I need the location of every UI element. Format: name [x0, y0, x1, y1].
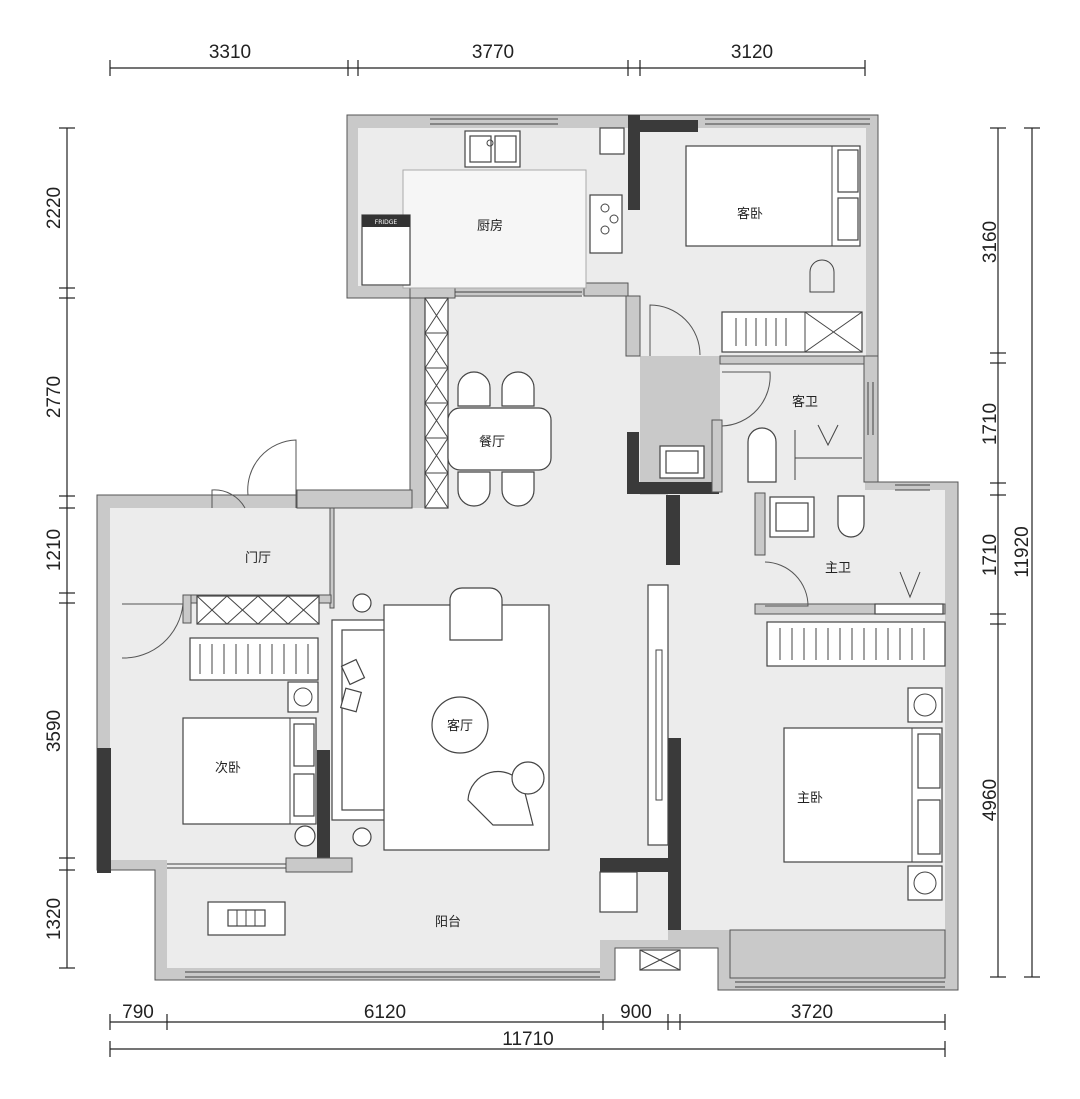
master-toilet [837, 495, 865, 538]
room-label-guest-bath: 客卫 [792, 394, 818, 410]
dim-bottom-total: 11710 [502, 1029, 553, 1050]
dim-left-3: 1210 [44, 529, 65, 571]
nightstand [907, 687, 943, 723]
master-bed [783, 727, 943, 863]
washer [599, 871, 638, 913]
balcony: 阳台 [167, 863, 681, 971]
chair [457, 471, 491, 507]
dim-bottom-3: 900 [620, 1002, 652, 1023]
dim-right-2: 1710 [980, 403, 1001, 445]
guest-bedroom: 客卧 [649, 145, 863, 356]
fridge-label: FRIDGE [375, 219, 398, 226]
kitchen: FRIDGE 厨房 [361, 127, 625, 297]
second-wardrobe [189, 637, 319, 681]
dim-right-total: 11920 [1012, 526, 1033, 577]
dim-left-2: 2770 [44, 376, 65, 418]
room-label-kitchen: 厨房 [477, 218, 503, 234]
dim-left-4: 3590 [44, 710, 65, 752]
dim-bottom-4: 3720 [791, 1002, 833, 1023]
room-label-living: 客厅 [447, 718, 473, 734]
room-label-second-bedroom: 次卧 [215, 760, 241, 776]
master-wardrobe [766, 621, 946, 667]
master-bath: 主卫 [764, 495, 944, 615]
nightstand [287, 681, 319, 713]
dim-left-1: 2220 [44, 187, 65, 229]
guest-toilet [747, 427, 777, 483]
guest-bath: 客卫 [659, 371, 862, 483]
entry-door-arc [211, 489, 246, 509]
dining: 餐厅 [424, 297, 552, 509]
room-label-guest-bedroom: 客卧 [737, 206, 763, 222]
chair [501, 371, 535, 407]
armchair [449, 587, 503, 641]
room-label-dining: 餐厅 [479, 434, 505, 450]
chair [457, 371, 491, 407]
dim-right-4: 4960 [980, 779, 1001, 821]
dim-top-1: 3310 [209, 42, 251, 63]
chair [501, 471, 535, 507]
foyer: 门厅 [121, 439, 320, 659]
room-label-balcony: 阳台 [435, 915, 461, 930]
dimension-top: 3310 3770 3120 [109, 42, 866, 76]
interior-walls [182, 282, 946, 979]
dimension-bottom: 790 6120 900 3720 11710 [109, 1002, 946, 1057]
dim-right-1: 3160 [980, 221, 1001, 263]
dim-right-3: 1710 [980, 534, 1001, 576]
dimension-right: 3160 1710 1710 4960 11920 [980, 127, 1040, 978]
guest-bed [685, 145, 861, 247]
living-room: 客厅 [331, 587, 550, 851]
coffee-table [431, 696, 489, 754]
second-bedroom: 次卧 [182, 637, 319, 847]
windows [185, 118, 945, 988]
dining-table [447, 407, 552, 471]
master-bedroom: 主卧 [647, 584, 946, 901]
dim-bottom-2: 6120 [364, 1002, 406, 1023]
nightstand [907, 865, 943, 901]
room-label-master-bedroom: 主卧 [797, 791, 823, 806]
boiler [599, 127, 625, 155]
stove [589, 194, 623, 254]
room-label-foyer: 门厅 [245, 551, 271, 566]
shoe-cabinet [196, 595, 320, 625]
dim-top-2: 3770 [472, 42, 514, 63]
dim-top-3: 3120 [731, 42, 773, 63]
dim-bottom-1: 790 [122, 1002, 154, 1023]
dim-left-5: 1320 [44, 898, 65, 940]
room-label-master-bath: 主卫 [825, 561, 851, 576]
wardrobe [721, 311, 863, 353]
dimension-left: 2220 2770 1210 3590 1320 [44, 127, 75, 969]
hangers-guest [735, 318, 787, 346]
